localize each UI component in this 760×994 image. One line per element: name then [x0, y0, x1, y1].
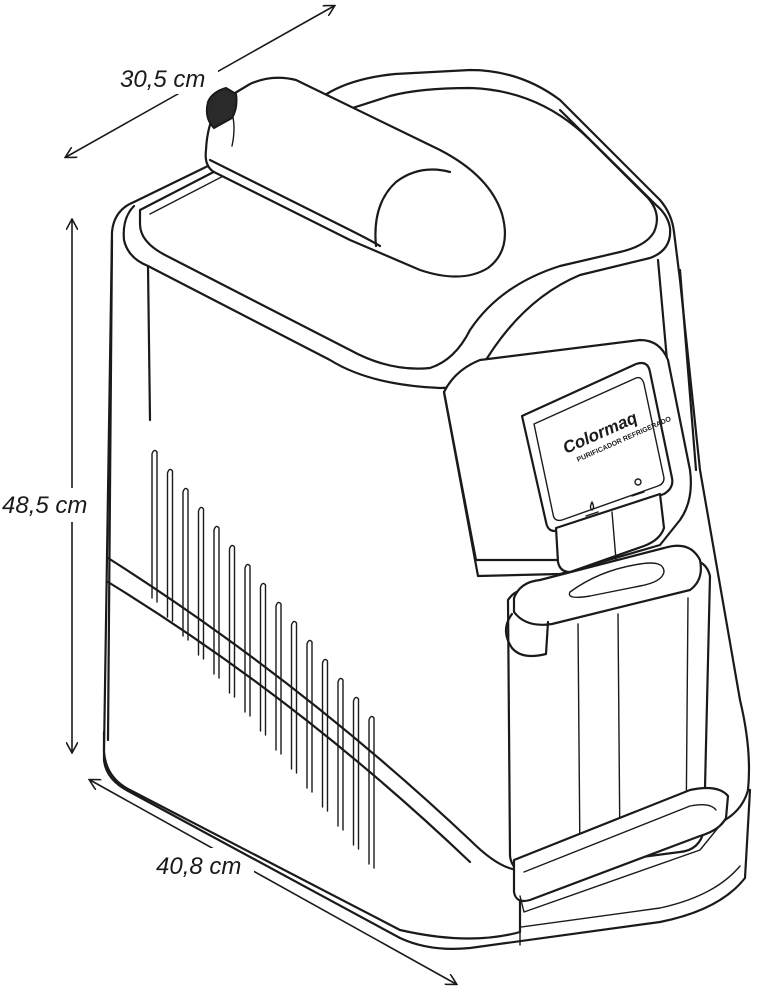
ventilation-grille — [151, 449, 375, 869]
display-window — [520, 361, 674, 533]
vent-slot — [197, 506, 205, 660]
vent-slot — [337, 677, 344, 831]
jug-handle — [504, 612, 550, 658]
width-label-backdrop — [152, 848, 254, 882]
depth-label-backdrop — [118, 60, 218, 94]
vent-slot — [321, 658, 329, 812]
dispenser-nozzle-block — [554, 492, 666, 574]
vent-slot — [352, 696, 360, 850]
bottle-cap — [205, 86, 238, 130]
depth-dimension: 30,5 cm — [66, 6, 334, 157]
vent-slot — [166, 468, 174, 622]
water-jug — [504, 544, 712, 874]
vent-slot — [228, 544, 236, 698]
vent-slot — [151, 449, 158, 603]
vent-slot — [244, 563, 251, 717]
height-dimension: 48,5 cm — [0, 220, 100, 752]
hot-water-button-icon[interactable] — [631, 478, 645, 497]
height-label-backdrop — [0, 488, 100, 522]
cold-water-button-icon[interactable] — [585, 501, 599, 517]
front-control-panel: Colormaq PURIFICADOR REFRIGERADO — [442, 338, 692, 578]
drip-tray — [512, 786, 730, 913]
vent-slot — [306, 639, 313, 793]
vent-slot — [290, 620, 298, 774]
jug-lid — [512, 544, 702, 626]
height-label: 48,5 cm — [2, 492, 87, 519]
width-dimension: 40,8 cm — [90, 780, 456, 984]
vent-slot — [259, 582, 267, 736]
bottle-reservoir — [204, 76, 506, 278]
depth-label: 30,5 cm — [120, 66, 205, 93]
vent-slot — [368, 715, 375, 869]
bottle-body — [204, 76, 506, 278]
vent-slot — [275, 601, 282, 755]
vent-slot — [182, 487, 189, 641]
width-label: 40,8 cm — [156, 853, 241, 880]
width-arrow — [90, 780, 456, 984]
vent-slot — [213, 525, 220, 679]
